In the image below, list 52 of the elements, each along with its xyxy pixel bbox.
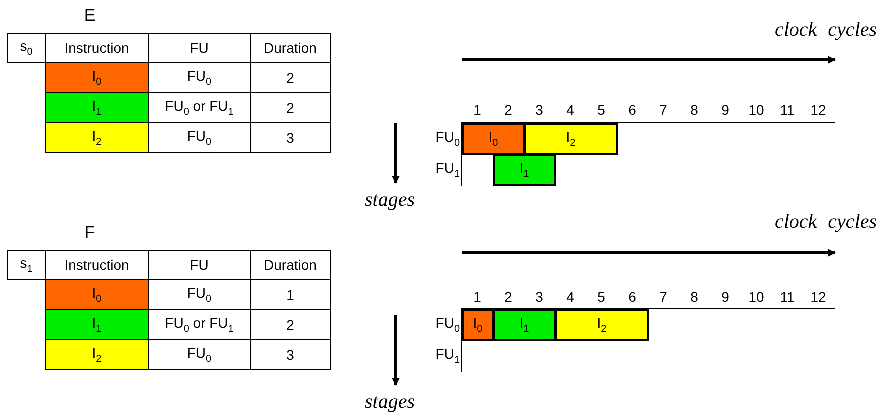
cycle-number: 8 xyxy=(690,101,700,120)
unit-label: FU$_{0}$ xyxy=(434,128,460,150)
panel-letter: F xyxy=(84,222,96,244)
cycle-number: 11 xyxy=(779,101,796,120)
duration-value: 3 xyxy=(250,339,331,370)
instruction-name: I$_{2}$ xyxy=(45,339,149,370)
state-label: s$_{0}$ xyxy=(7,33,46,63)
state-label: s$_{1}$ xyxy=(7,250,46,280)
panel-letter: E xyxy=(83,5,97,27)
schedule-bar: I$_{0}$ xyxy=(462,309,494,341)
cycle-number: 4 xyxy=(566,101,576,120)
instruction-name: I$_{1}$ xyxy=(45,309,149,340)
cycle-number: 1 xyxy=(472,288,482,307)
schedule-bar: I$_{2}$ xyxy=(555,309,649,341)
cycle-number: 2 xyxy=(504,101,514,120)
column-header: Duration xyxy=(250,33,331,63)
instruction-name: I$_{0}$ xyxy=(45,279,149,310)
schedule-bar: I$_{0}$ xyxy=(462,123,525,155)
cycle-number: 1 xyxy=(472,101,482,120)
axis-title: clock cycles xyxy=(774,210,877,234)
instruction-name: I$_{0}$ xyxy=(45,62,149,93)
instruction-name: I$_{2}$ xyxy=(45,122,149,153)
cycle-number: 5 xyxy=(596,288,606,307)
cycle-number: 5 xyxy=(596,101,606,120)
cycle-number: 2 xyxy=(504,288,514,307)
axis-title: stages xyxy=(364,188,416,212)
instruction-name: I$_{1}$ xyxy=(45,92,149,123)
cycle-number: 10 xyxy=(748,101,766,120)
cycle-number: 8 xyxy=(690,288,700,307)
cycle-number: 7 xyxy=(658,288,668,307)
cycle-number: 12 xyxy=(810,288,828,307)
axis-title: stages xyxy=(364,390,416,414)
cycle-number: 7 xyxy=(658,101,668,120)
cycle-number: 6 xyxy=(628,288,638,307)
column-header: Duration xyxy=(250,250,331,280)
axis-title: clock cycles xyxy=(774,18,877,42)
cycle-number: 3 xyxy=(534,101,544,120)
cycle-number: 4 xyxy=(566,288,576,307)
unit-label: FU$_{0}$ xyxy=(434,314,460,336)
cycle-number: 3 xyxy=(534,288,544,307)
cycle-number: 6 xyxy=(628,101,638,120)
unit-label: FU$_{1}$ xyxy=(434,158,460,182)
cycle-number: 11 xyxy=(779,288,796,307)
cycle-number: 9 xyxy=(720,288,730,307)
schedule-bar: I$_{2}$ xyxy=(524,123,618,155)
schedule-bar: I$_{1}$ xyxy=(493,309,556,341)
cycle-number: 12 xyxy=(810,101,828,120)
duration-value: 3 xyxy=(250,122,331,153)
cycle-number: 10 xyxy=(748,288,766,307)
unit-label: FU$_{1}$ xyxy=(434,344,460,368)
cycle-number: 9 xyxy=(720,101,730,120)
schedule-bar: I$_{1}$ xyxy=(493,154,556,186)
